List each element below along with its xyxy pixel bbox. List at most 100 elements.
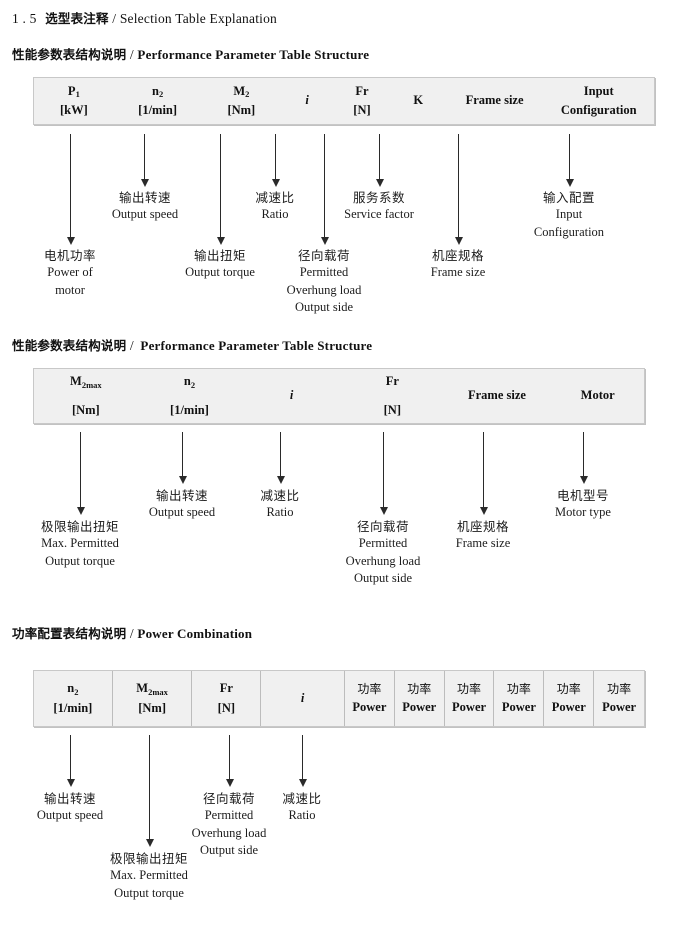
table1-col-i-symbol: i [305,93,309,108]
note-power-of-motor: 电机功率 Power of motor [44,247,96,299]
page-title-cn: 选型表注释 [45,11,109,26]
table1-col-k: K [391,78,446,124]
table2-col-m2max-sub: 2max [81,379,102,390]
note-max-torque-3: 极限输出扭矩 Max. Permitted Output torque [110,850,188,902]
table1-col-frame-size-label: Frame size [465,93,524,108]
table3-col-n2-unit: [1/min] [53,700,93,715]
note-frame-size-2-cn: 机座规格 [456,519,509,534]
table2-col-motor-label: Motor [580,388,615,403]
note-service-factor-en: Service factor [344,207,414,222]
table3-col-power-2: 功率 Power [395,671,445,726]
arrow-to-overhung-load-3 [225,735,234,787]
note-overhung-load-3: 径向载荷 Permitted Overhung load Output side [192,790,267,859]
arrow-to-input-configuration [565,134,574,187]
note-output-speed-2-cn: 输出转速 [155,488,208,503]
table3-col-n2-sub: 2 [74,686,79,697]
note-overhung-load-2-cn: 径向载荷 [356,519,410,534]
note-max-torque-en-1: Max. Permitted [41,536,119,551]
note-frame-size-2-en: Frame size [455,536,511,551]
table3-col-power-1: 功率 Power [345,671,395,726]
note-max-torque-3-en-2: Output torque [114,885,184,900]
arrow-to-output-torque [216,134,225,245]
page-title: 1 . 5 选型表注释 / Selection Table Explanatio… [12,8,277,27]
section-3-heading-en: Power Combination [137,626,253,641]
table1-col-p1-symbol: P [67,83,76,98]
table3-col-power-1-en: Power [352,700,387,715]
table3-col-fr-symbol: Fr [219,681,233,696]
note-max-permitted-output-torque: 极限输出扭矩 Max. Permitted Output torque [41,518,119,570]
section-2-heading-sep: / [129,338,134,353]
note-power-of-motor-en-2: motor [55,282,85,297]
section-1-heading-sep: / [129,47,134,62]
note-input-configuration-en-1: Input [555,207,583,222]
note-frame-size: 机座规格 Frame size [431,247,486,282]
note-ratio-2-cn: 减速比 [260,488,300,503]
section-2-heading-cn: 性能参数表结构说明 [12,338,127,353]
note-output-torque-cn: 输出扭矩 [193,248,247,263]
note-input-configuration-en-2: Configuration [533,224,605,239]
note-service-factor: 服务系数 Service factor [344,189,414,224]
section-2-heading-en: Performance Parameter Table Structure [140,338,373,353]
note-output-speed-3: 输出转速 Output speed [37,790,103,825]
section-number: 1 . 5 [12,11,37,26]
note-output-speed-en: Output speed [111,207,179,222]
table2-col-i-symbol: i [289,388,294,403]
note-motor-type-en: Motor type [555,505,611,520]
section-3-heading: 功率配置表结构说明 / Power Combination [12,623,252,642]
table2-col-n2-sub: 2 [190,379,196,390]
note-ratio-2-en: Ratio [266,505,294,520]
table2-col-motor: Motor [551,369,644,423]
note-frame-size-en: Frame size [430,265,486,280]
table2-col-m2max: M2max [Nm] [34,369,138,423]
performance-parameter-table-2: M2max [Nm] n2 [1/min] i Fr [N] Frame siz… [33,368,645,424]
note-output-torque: 输出扭矩 Output torque [185,247,255,282]
table2-col-fr: Fr [N] [342,369,443,423]
table3-col-fr-unit: [N] [217,700,236,715]
table2-col-n2: n2 [1/min] [138,369,242,423]
arrow-to-max-torque-3 [145,735,154,847]
table1-col-fr-symbol: Fr [355,83,369,98]
table3-col-power-3: 功率 Power [445,671,495,726]
table1-col-p1-sub: 1 [75,89,80,100]
section-1-heading: 性能参数表结构说明 / Performance Parameter Table … [12,44,369,63]
table2-col-m2max-symbol: M [70,374,82,389]
section-3-heading-cn: 功率配置表结构说明 [12,626,127,641]
table2-col-i: i [241,369,342,423]
table1-col-n2-sub: 2 [158,89,164,100]
section-1-heading-cn: 性能参数表结构说明 [12,47,127,62]
performance-parameter-table-1: P1 [kW] n2 [1/min] M2 [Nm] i Fr [N] K Fr… [33,77,655,125]
table3-col-power-2-cn: 功率 [407,681,432,696]
note-max-torque-en-2: Output torque [45,553,115,568]
note-ratio-3: 减速比 Ratio [282,790,321,825]
arrow-to-permitted-overhung-load [320,134,329,245]
table3-col-i: i [261,671,345,726]
note-ratio-en: Ratio [261,207,289,222]
table1-col-input-config-line1: Input [583,83,614,98]
arrow-to-max-permitted-output-torque [76,432,85,515]
table1-col-m2-unit: [Nm] [227,103,256,117]
note-frame-size-2: 机座规格 Frame size [456,518,511,553]
note-power-of-motor-cn: 电机功率 [43,248,97,263]
note-output-speed-3-en: Output speed [36,808,104,823]
table2-col-frame-size-label: Frame size [468,388,526,403]
note-frame-size-cn: 机座规格 [431,248,484,263]
table1-col-fr: Fr [N] [333,78,391,124]
table2-col-fr-unit: [N] [383,402,401,417]
table3-col-fr: Fr [N] [192,671,262,726]
table1-col-k-symbol: K [413,93,424,108]
table3-col-power-5-en: Power [551,700,586,715]
table3-col-power-4-en: Power [501,700,536,715]
note-max-torque-3-en-1: Max. Permitted [110,868,188,883]
note-motor-type: 电机型号 Motor type [555,487,611,522]
table2-col-frame-size: Frame size [443,369,552,423]
arrow-to-service-factor [375,134,384,187]
section-1-heading-en: Performance Parameter Table Structure [137,47,370,62]
note-overhung-load-cn: 径向载荷 [297,248,351,263]
note-ratio-cn: 减速比 [255,190,295,205]
arrow-to-output-speed-2 [178,432,187,484]
note-max-torque-3-cn: 极限输出扭矩 [109,851,189,866]
table2-col-fr-symbol: Fr [385,374,399,389]
note-output-speed: 输出转速 Output speed [112,189,178,224]
note-overhung-load-en-1: Permitted [299,265,349,280]
